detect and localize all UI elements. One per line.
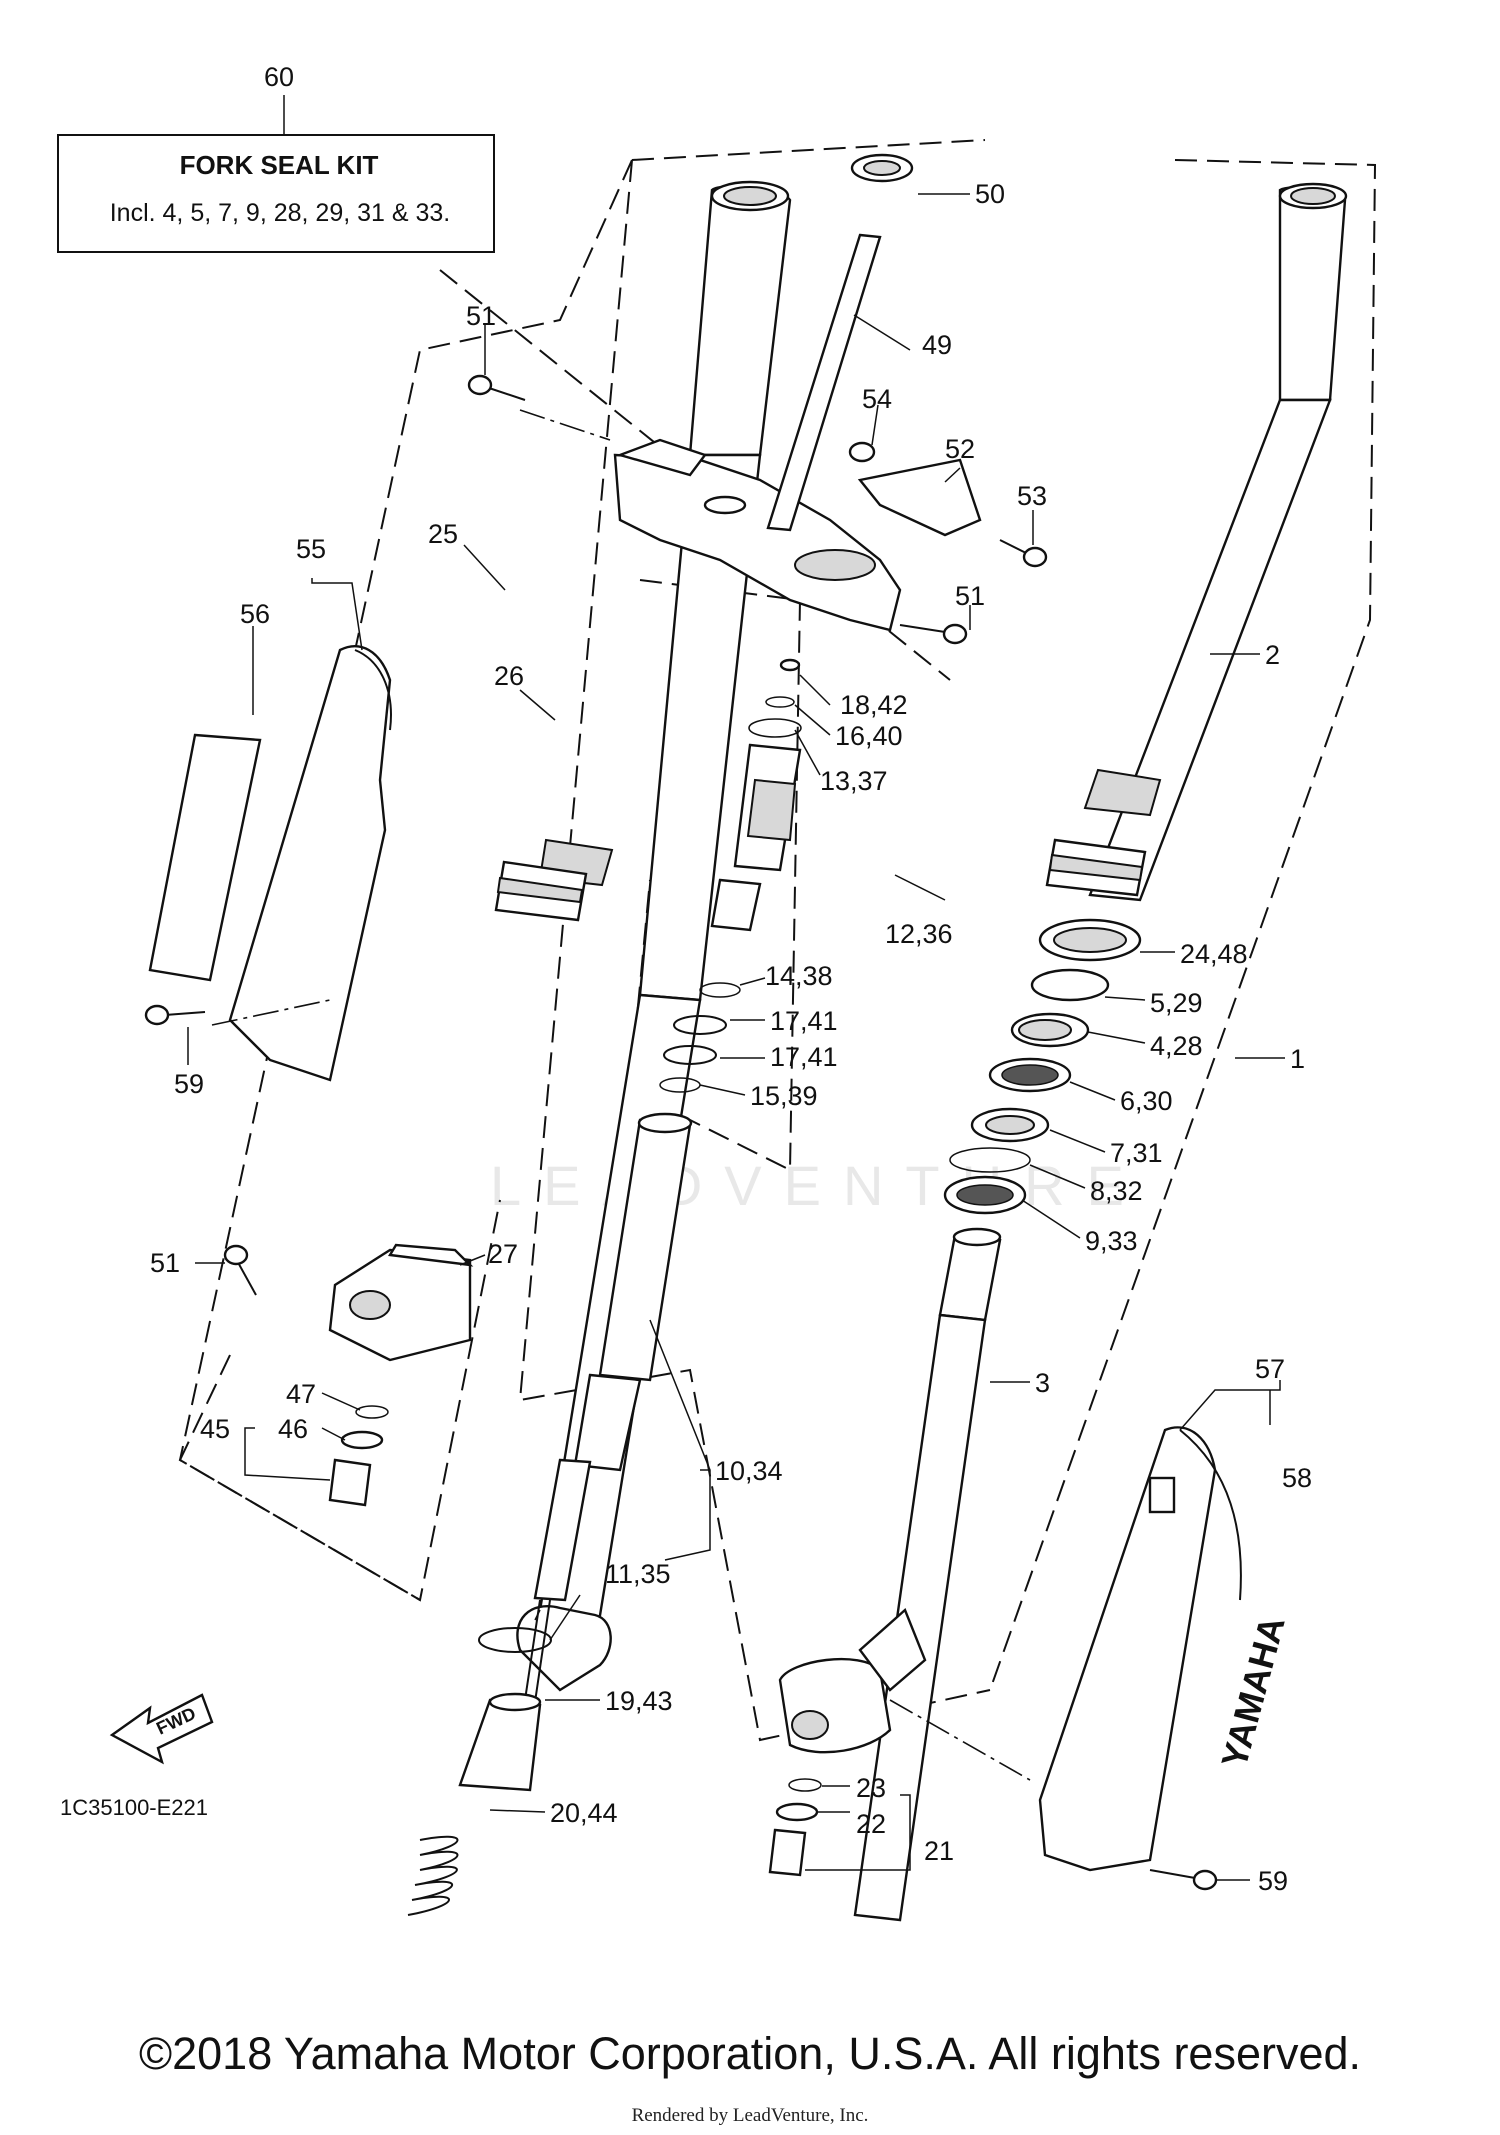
diagram-code: 1C35100-E221 — [60, 1795, 208, 1820]
label-56: 56 — [240, 599, 270, 629]
label-27: 27 — [488, 1239, 518, 1269]
label-15-39: 15,39 — [750, 1081, 818, 1111]
label-59b: 59 — [1258, 1866, 1288, 1896]
label-49: 49 — [922, 330, 952, 360]
rendered-by-credit: Rendered by LeadVenture, Inc. — [631, 2105, 869, 2126]
drain-bolts — [328, 1405, 822, 1877]
label-23: 23 — [856, 1773, 886, 1803]
fork-guard-right-57 — [1038, 1426, 1242, 1872]
label-51c: 51 — [150, 1248, 180, 1278]
seal-stack — [943, 918, 1142, 1215]
label-7-31: 7,31 — [1110, 1138, 1163, 1168]
label-50: 50 — [975, 179, 1005, 209]
steering-stem — [766, 153, 982, 537]
triple-clamp — [613, 438, 902, 632]
right-outer-tube-2 — [1045, 182, 1348, 902]
label-14-38: 14,38 — [765, 961, 833, 991]
label-5-29: 5,29 — [1150, 988, 1203, 1018]
fork-guard-left-55 — [148, 645, 392, 1082]
inner-tube-3 — [778, 1227, 1002, 1922]
label-45: 45 — [200, 1414, 230, 1444]
label-4-28: 4,28 — [1150, 1031, 1203, 1061]
label-24-48: 24,48 — [1180, 939, 1248, 969]
label-3: 3 — [1035, 1368, 1050, 1398]
label-46: 46 — [278, 1414, 308, 1444]
label-20-44: 20,44 — [550, 1798, 618, 1828]
label-2: 2 — [1265, 640, 1280, 670]
label-51b: 51 — [955, 581, 985, 611]
kit-title: FORK SEAL KIT — [180, 150, 379, 180]
copyright-notice: ©2018 Yamaha Motor Corporation, U.S.A. A… — [138, 2028, 1362, 2079]
axle-bracket-27 — [328, 1243, 474, 1362]
label-17-41a: 17,41 — [770, 1006, 838, 1036]
label-8-32: 8,32 — [1090, 1176, 1143, 1206]
label-18-42: 18,42 — [840, 690, 908, 720]
label-1: 1 — [1290, 1044, 1305, 1074]
label-57: 57 — [1255, 1354, 1285, 1384]
label-47: 47 — [286, 1379, 316, 1409]
label-17-41b: 17,41 — [770, 1042, 838, 1072]
label-55: 55 — [296, 534, 326, 564]
kit-number: 60 — [264, 62, 294, 92]
kit-description: Incl. 4, 5, 7, 9, 28, 29, 31 & 33. — [110, 199, 451, 227]
label-59a: 59 — [174, 1069, 204, 1099]
label-54: 54 — [862, 384, 892, 414]
part-labels: 50 49 51 54 52 53 51 25 55 56 26 18,42 1… — [150, 179, 1312, 1896]
fork-seal-kit-callout: 60 FORK SEAL KIT Incl. 4, 5, 7, 9, 28, 2… — [57, 62, 495, 253]
guard-brand-decal: YAMAHA — [1213, 1612, 1293, 1772]
label-22: 22 — [856, 1809, 886, 1839]
label-13-37: 13,37 — [820, 766, 888, 796]
label-10-34: 10,34 — [715, 1456, 783, 1486]
label-16-40: 16,40 — [835, 721, 903, 751]
label-53: 53 — [1017, 481, 1047, 511]
center-lines — [211, 409, 1031, 1781]
fwd-arrow-icon: FWD — [109, 1693, 214, 1765]
cartridge-parts — [659, 658, 802, 1093]
label-26: 26 — [494, 661, 524, 691]
label-19-43: 19,43 — [605, 1686, 673, 1716]
label-6-30: 6,30 — [1120, 1086, 1173, 1116]
lower-spring-parts — [407, 1627, 552, 1916]
label-9-33: 9,33 — [1085, 1226, 1138, 1256]
label-51a: 51 — [466, 301, 496, 331]
watermark: LEADVENTURE — [490, 1154, 1146, 1217]
label-58: 58 — [1282, 1463, 1312, 1493]
leader-lines — [187, 193, 1285, 1881]
bolts — [144, 374, 1218, 1891]
label-11-35: 11,35 — [605, 1559, 671, 1589]
label-12-36: 12,36 — [885, 919, 953, 949]
guard-decal-56 — [148, 733, 262, 982]
label-25: 25 — [428, 519, 458, 549]
label-52: 52 — [945, 434, 975, 464]
label-21: 21 — [924, 1836, 954, 1866]
